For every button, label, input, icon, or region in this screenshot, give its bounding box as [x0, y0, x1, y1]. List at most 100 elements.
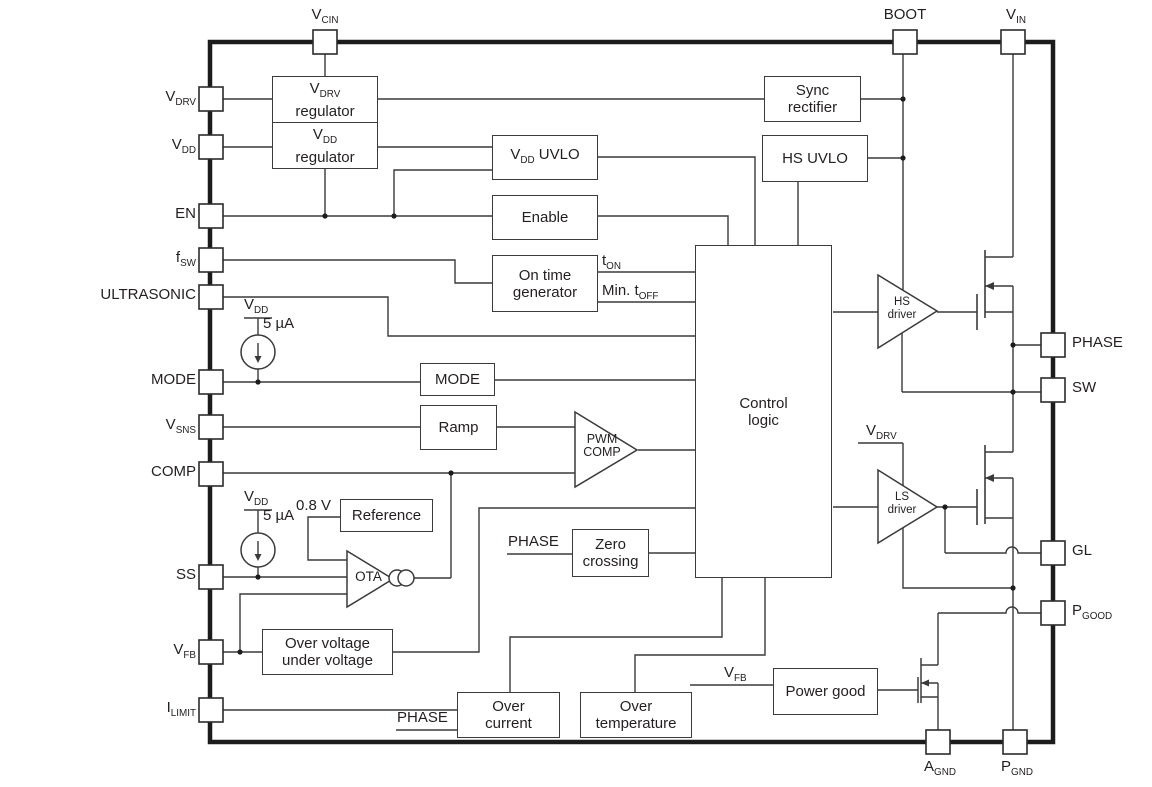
- pin-en: [198, 203, 224, 229]
- block-over-voltage-under-voltage: Over voltage under voltage: [262, 629, 393, 675]
- pin-vin: [1000, 29, 1026, 55]
- wire-enable-out: [598, 215, 729, 245]
- pin-label-mode: MODE: [151, 371, 196, 388]
- pin-label-ss: SS: [175, 566, 196, 583]
- wire-ultrasonic: [223, 296, 695, 337]
- block-vdd-uvlo: VDD UVLO: [492, 135, 598, 180]
- pin-boot: [892, 29, 918, 55]
- wire-pgood: [938, 606, 1041, 614]
- pin-pgnd: [1002, 729, 1028, 755]
- hs-driver-triangle: [877, 273, 939, 350]
- block-reference: Reference: [340, 499, 433, 532]
- ls-mosfet: [976, 445, 1013, 525]
- pin-label-gl: GL: [1072, 542, 1093, 559]
- pin-ilimit: [198, 697, 224, 723]
- wire-ls-sense: [902, 528, 1013, 589]
- block-power-good: Power good: [773, 668, 878, 715]
- pin-vcin: [312, 29, 338, 55]
- ota-label: OTA: [355, 569, 382, 584]
- pin-label-agnd: AGND: [924, 758, 956, 778]
- pin-label-ultrasonic: ULTRASONIC: [100, 286, 196, 303]
- ton-label: tON: [602, 252, 621, 272]
- junction-dots: [237, 96, 1016, 655]
- cs2-rail-label: VDD: [244, 488, 269, 508]
- ls-driver-triangle: [877, 468, 939, 545]
- phase-zero-crossing-label: PHASE: [508, 533, 559, 550]
- wire-vdrv-supply: [858, 442, 904, 486]
- pin-ss: [198, 564, 224, 590]
- pin-phase: [1040, 332, 1066, 358]
- vfb-power-good-label: VFB: [724, 664, 747, 684]
- vdrv-supply-label: VDRV: [866, 422, 897, 442]
- ota-triangle: [346, 549, 395, 609]
- block-hs-uvlo: HS UVLO: [762, 135, 868, 182]
- hs-mosfet-arrow: [985, 282, 994, 290]
- current-source-2: [240, 532, 276, 568]
- pin-ultrasonic: [198, 284, 224, 310]
- pin-label-phase: PHASE: [1072, 334, 1123, 351]
- block-enable: Enable: [492, 195, 598, 240]
- block-control-logic: Control logic: [695, 245, 832, 578]
- pin-fsw: [198, 247, 224, 273]
- pin-label-boot: BOOT: [883, 6, 927, 23]
- block-ramp: Ramp: [420, 405, 497, 450]
- wire-en-to-uvlo: [393, 169, 492, 216]
- cs2-value-label: 5 µA: [263, 507, 295, 524]
- ota-output-symbol: [388, 569, 415, 587]
- ls-mosfet-arrow: [985, 474, 994, 482]
- wire-fsw: [223, 259, 492, 284]
- pgood-mosfet: [917, 658, 938, 703]
- pin-label-vfb: VFB: [173, 641, 196, 661]
- block-on-time-generator: On time generator: [492, 255, 598, 312]
- pin-vfb: [198, 639, 224, 665]
- wire-vfb-to-ota: [239, 593, 347, 652]
- pin-mode: [198, 369, 224, 395]
- pin-label-pgnd: PGND: [1001, 758, 1033, 778]
- hs-mosfet: [976, 250, 1013, 330]
- pin-agnd: [925, 729, 951, 755]
- pin-vdd: [198, 134, 224, 160]
- min-toff-label: Min. tOFF: [602, 282, 659, 302]
- current-arrow: [254, 554, 262, 561]
- wire-vdduvlo-out: [598, 156, 756, 245]
- wires: [223, 54, 1041, 731]
- pin-pgood: [1040, 600, 1066, 626]
- pin-label-comp: COMP: [151, 463, 196, 480]
- pin-label-vsns: VSNS: [165, 416, 196, 436]
- pin-label-vdrv: VDRV: [165, 88, 196, 108]
- pin-label-en: EN: [175, 205, 196, 222]
- pin-label-pgood: PGOOD: [1072, 602, 1113, 622]
- block-vdrv-regulator: VDRV regulator: [272, 76, 378, 123]
- phase-over-current-label: PHASE: [397, 709, 448, 726]
- wire-oc-link: [509, 578, 723, 692]
- pin-vsns: [198, 414, 224, 440]
- pin-comp: [198, 461, 224, 487]
- wire-ot-link: [634, 578, 766, 692]
- package-pins: [198, 29, 1066, 755]
- current-source-1: [240, 334, 276, 370]
- pin-label-fsw: fSW: [175, 249, 196, 269]
- block-over-current: Over current: [457, 692, 560, 738]
- block-vdd-regulator: VDD regulator: [272, 122, 378, 169]
- pin-gl: [1040, 540, 1066, 566]
- pin-label-vcin: VCIN: [311, 6, 339, 26]
- cs1-value-label: 5 µA: [263, 315, 295, 332]
- amplifier-shapes: [346, 273, 939, 609]
- block-over-temperature: Over temperature: [580, 692, 692, 738]
- pin-vdrv: [198, 86, 224, 112]
- cs1-rail-label: VDD: [244, 296, 269, 316]
- block-zero-crossing: Zero crossing: [572, 529, 649, 577]
- pin-label-vin: VIN: [1006, 6, 1026, 26]
- pin-label-vdd: VDD: [171, 136, 196, 156]
- reference-voltage-label: 0.8 V: [296, 497, 332, 514]
- pin-sw: [1040, 377, 1066, 403]
- block-sync-rectifier: Sync rectifier: [764, 76, 861, 122]
- current-arrow: [254, 356, 262, 363]
- wire-ovuv-out: [393, 507, 695, 653]
- pgood-mosfet-arrow: [921, 679, 929, 687]
- wire-gl: [945, 546, 1041, 554]
